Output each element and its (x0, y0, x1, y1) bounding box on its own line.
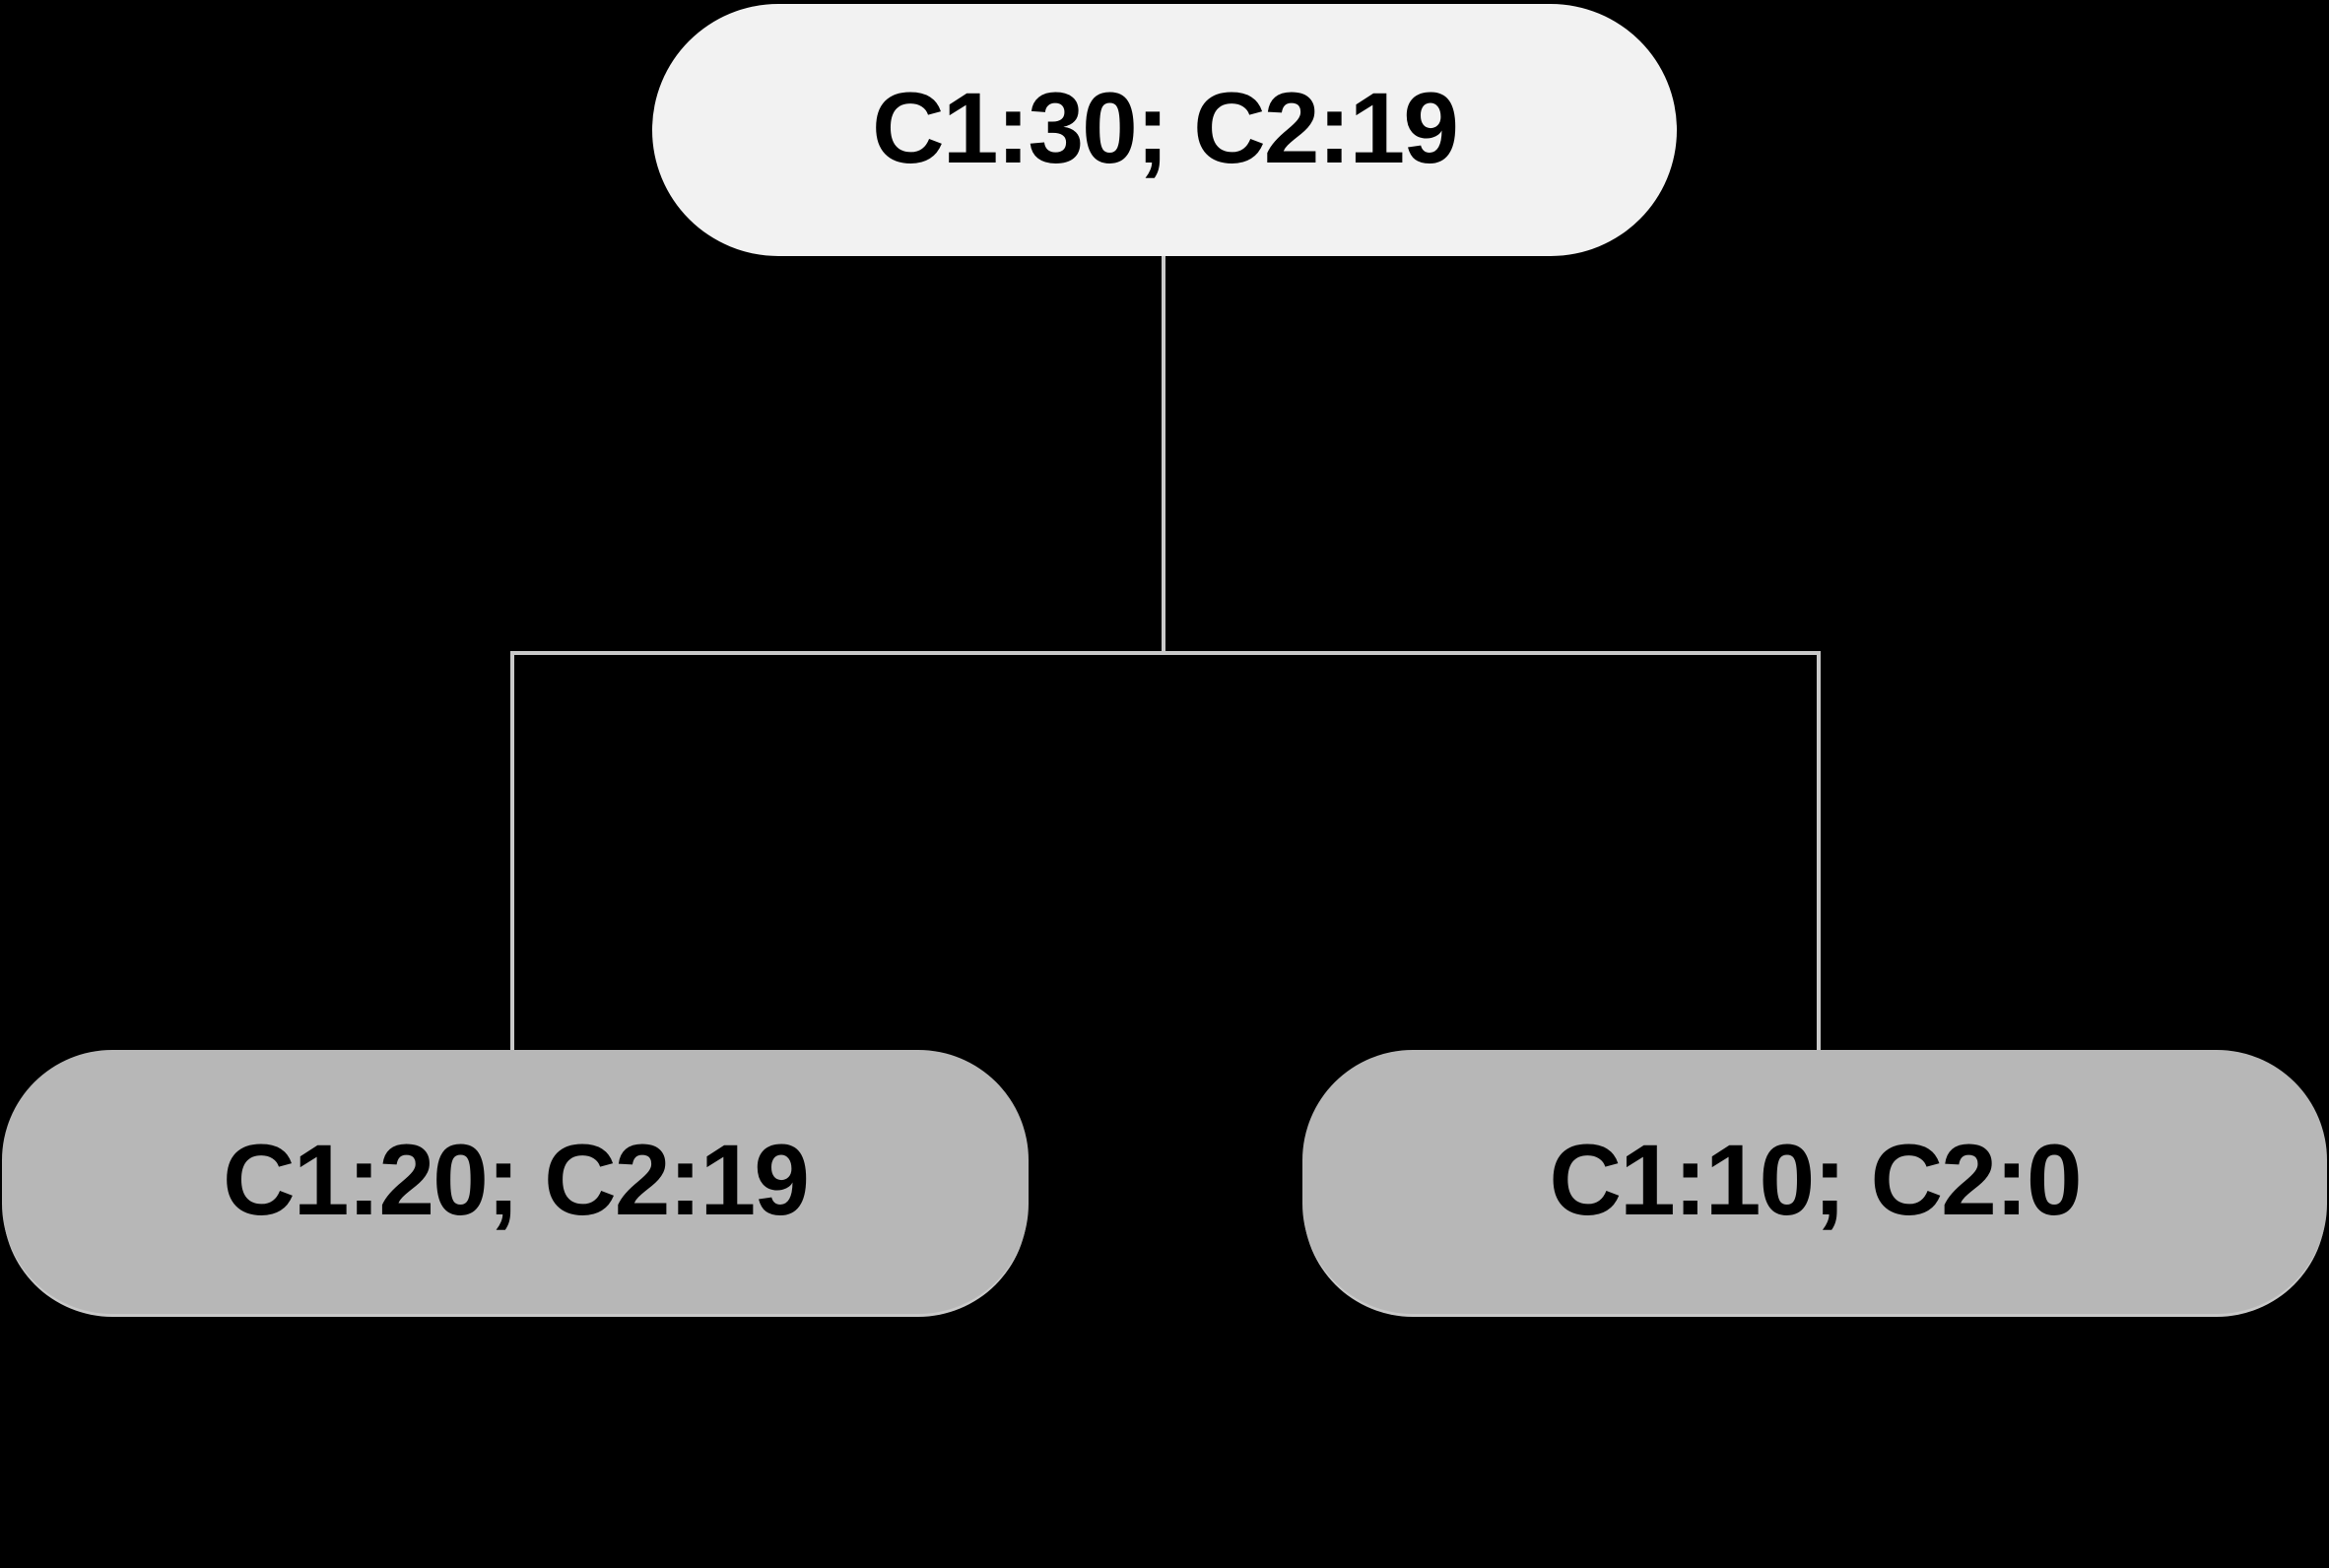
edge-root-stem (1162, 256, 1165, 654)
tree-node-root: C1:30; C2:19 (652, 4, 1677, 256)
tree-node-child-right-label: C1:10; C2:0 (1549, 1123, 2082, 1236)
tree-node-child-left-label: C1:20; C2:19 (223, 1123, 810, 1236)
edge-cross-bar (510, 651, 1821, 655)
tree-node-root-label: C1:30; C2:19 (872, 71, 1459, 184)
edge-right-child-drop (1817, 651, 1821, 1052)
tree-node-child-left: C1:20; C2:19 (2, 1050, 1029, 1314)
tree-node-child-right: C1:10; C2:0 (1302, 1050, 2327, 1314)
edge-left-child-drop (510, 651, 514, 1052)
